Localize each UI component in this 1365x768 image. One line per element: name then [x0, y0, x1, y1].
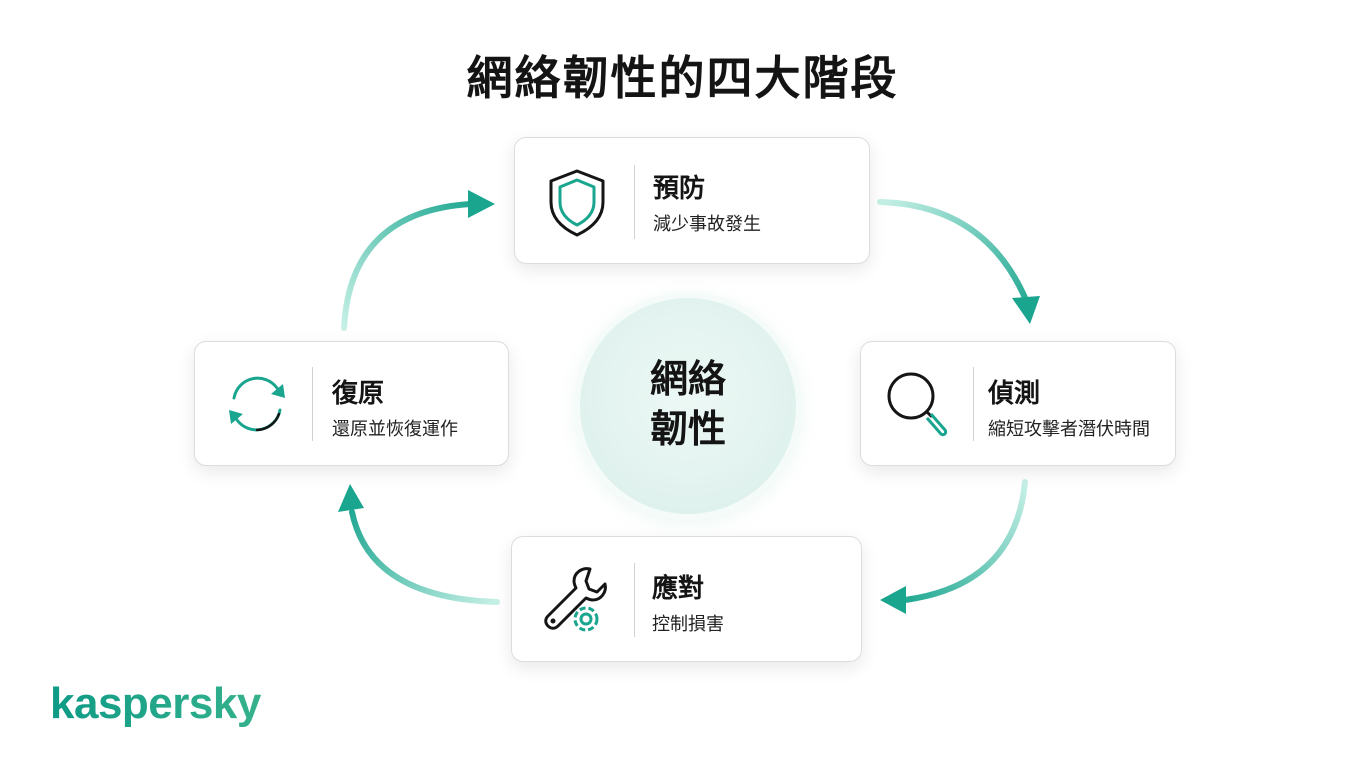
- kaspersky-logo: kaspersky: [50, 679, 270, 739]
- stage-desc-respond: 控制損害: [652, 614, 724, 635]
- stage-name-recover: 復原: [332, 379, 385, 409]
- kaspersky-wordmark: kaspersky: [50, 679, 262, 728]
- stage-name-prevent: 預防: [653, 174, 706, 204]
- card-divider: [634, 165, 635, 239]
- stage-desc-recover: 還原並恢復運作: [332, 419, 458, 440]
- center-label: 網絡 韌性: [580, 354, 796, 454]
- stage-name-respond: 應對: [652, 574, 705, 604]
- wrench-gear-icon: [544, 567, 607, 632]
- stage-name-detect: 偵測: [988, 379, 1041, 409]
- stage-desc-prevent: 減少事故發生: [653, 214, 761, 235]
- arrow-prevent-to-detect: [877, 199, 1040, 324]
- stage-card-prevent: 預防 減少事故發生: [514, 137, 870, 264]
- center-label-line2: 韌性: [649, 407, 726, 451]
- stage-card-detect: 偵測 縮短攻擊者潛伏時間: [860, 341, 1176, 466]
- card-divider: [312, 367, 313, 441]
- arrow-respond-to-recover: [338, 484, 500, 605]
- center-label-line1: 網絡: [649, 357, 726, 401]
- magnifier-icon: [887, 372, 948, 437]
- arrow-detect-to-respond: [880, 479, 1028, 614]
- stage-desc-detect: 縮短攻擊者潛伏時間: [988, 419, 1150, 440]
- page-title: 網絡韌性的四大階段: [466, 51, 899, 105]
- arrow-recover-to-prevent: [341, 190, 495, 331]
- refresh-icon: [229, 376, 285, 432]
- card-divider: [973, 367, 974, 441]
- stage-card-respond: 應對 控制損害: [511, 536, 862, 662]
- shield-icon: [549, 169, 605, 237]
- stage-card-recover: 復原 還原並恢復運作: [194, 341, 509, 466]
- center-circle: 網絡 韌性: [580, 298, 796, 514]
- card-divider: [634, 563, 635, 637]
- svg-text:kaspersky: kaspersky: [50, 680, 262, 728]
